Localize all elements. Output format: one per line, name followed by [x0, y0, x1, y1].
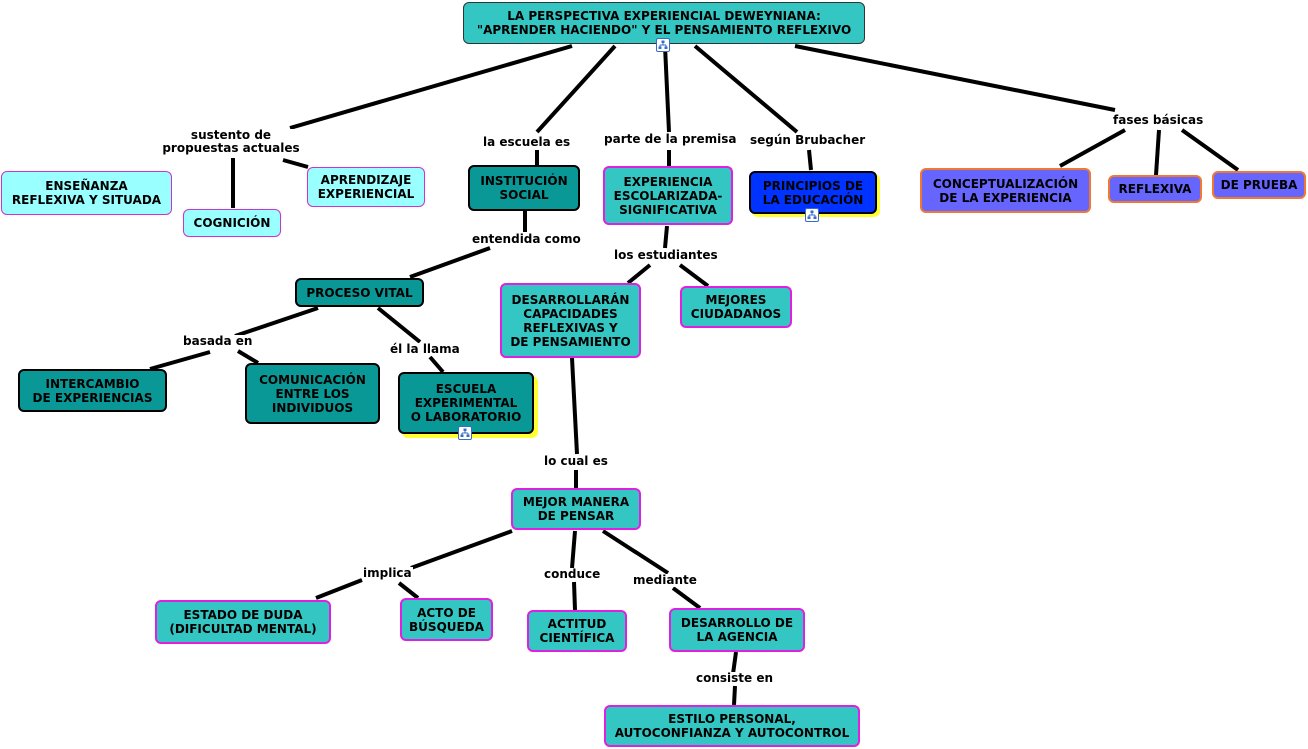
- node-conceptualizacion[interactable]: CONCEPTUALIZACIÓN DE LA EXPERIENCIA: [920, 168, 1091, 213]
- link-premisa: parte de la premisa: [603, 132, 738, 146]
- node-desarrollo-agencia[interactable]: DESARROLLO DE LA AGENCIA: [669, 608, 805, 652]
- node-cognicion[interactable]: COGNICIÓN: [183, 209, 281, 237]
- node-estilo-personal[interactable]: ESTILO PERSONAL, AUTOCONFIANZA Y AUTOCON…: [604, 705, 860, 747]
- node-principios[interactable]: PRINCIPIOS DE LA EDUCACIÓN: [749, 171, 877, 214]
- link-conduce: conduce: [543, 567, 602, 581]
- link-implica: implica: [362, 566, 413, 580]
- node-proceso-vital[interactable]: PROCESO VITAL: [295, 278, 424, 307]
- link-escuela-es: la escuela es: [482, 135, 572, 149]
- sub-map-icon[interactable]: [805, 208, 819, 222]
- node-mejor-manera[interactable]: MEJOR MANERA DE PENSAR: [511, 488, 641, 530]
- node-aprendizaje[interactable]: APRENDIZAJE EXPERIENCIAL: [307, 167, 425, 207]
- node-acto-busqueda[interactable]: ACTO DE BÚSQUEDA: [400, 598, 493, 641]
- link-llama: él la llama: [389, 342, 461, 356]
- node-intercambio[interactable]: INTERCAMBIO DE EXPERIENCIAS: [18, 369, 167, 412]
- link-fases: fases básicas: [1112, 113, 1205, 127]
- node-de-prueba[interactable]: DE PRUEBA: [1212, 171, 1306, 199]
- link-consiste: consiste en: [695, 671, 775, 685]
- link-basada: basada en: [182, 334, 254, 348]
- node-ensenanza[interactable]: ENSEÑANZA REFLEXIVA Y SITUADA: [1, 171, 172, 215]
- link-estudiantes: los estudiantes: [613, 248, 719, 262]
- node-estado-duda[interactable]: ESTADO DE DUDA (DIFICULTAD MENTAL): [155, 600, 331, 644]
- node-comunicacion[interactable]: COMUNICACIÓN ENTRE LOS INDIVIDUOS: [245, 363, 380, 424]
- node-experiencia[interactable]: EXPERIENCIA ESCOLARIZADA- SIGNIFICATIVA: [603, 166, 733, 225]
- link-lo-cual: lo cual es: [543, 454, 609, 468]
- sub-map-icon[interactable]: [458, 426, 472, 440]
- link-sustento: sustento de propuestas actuales: [160, 129, 302, 155]
- link-entendida: entendida como: [471, 232, 582, 246]
- node-reflexiva[interactable]: REFLEXIVA: [1108, 175, 1202, 203]
- node-institucion[interactable]: INSTITUCIÓN SOCIAL: [468, 165, 580, 211]
- node-actitud[interactable]: ACTITUD CIENTÍFICA: [527, 610, 627, 652]
- sub-map-icon[interactable]: [656, 38, 670, 52]
- node-escuela-experimental[interactable]: ESCUELA EXPERIMENTAL O LABORATORIO: [398, 372, 534, 434]
- link-mediante: mediante: [632, 573, 698, 587]
- link-segun: según Brubacher: [749, 133, 867, 147]
- node-desarrollaran[interactable]: DESARROLLARÁN CAPACIDADES REFLEXIVAS Y D…: [500, 283, 641, 358]
- node-mejores-ciudadanos[interactable]: MEJORES CIUDADANOS: [680, 286, 792, 328]
